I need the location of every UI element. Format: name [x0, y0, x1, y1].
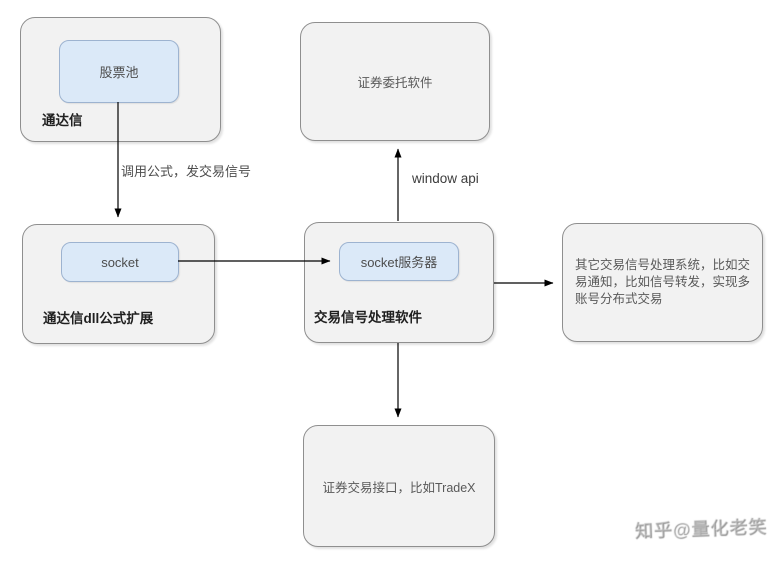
node-tongdaxin: 股票池 通达信 — [20, 17, 221, 142]
node-signal-processor: socket服务器 交易信号处理软件 — [304, 222, 494, 343]
trade-api-label: 证券交易接口，比如TradeX — [322, 480, 476, 495]
node-other-systems: 其它交易信号处理系统，比如交易通知，比如信号转发，实现多账号分布式交易 — [562, 223, 763, 342]
dll-ext-label: 通达信dll公式扩展 — [43, 311, 154, 326]
signal-processor-label: 交易信号处理软件 — [314, 310, 422, 325]
zhihu-watermark: 知乎@量化老笑 — [633, 515, 767, 541]
tongdaxin-label: 通达信 — [42, 113, 83, 128]
edge-label-call-formula: 调用公式，发交易信号 — [121, 164, 252, 179]
node-dll-ext: socket 通达信dll公式扩展 — [22, 224, 215, 344]
node-socket-server: socket服务器 — [339, 242, 459, 281]
node-trade-api: 证券交易接口，比如TradeX — [303, 425, 495, 547]
node-broker-client: 证券委托软件 — [300, 22, 490, 141]
stock-pool-label: 股票池 — [99, 65, 139, 80]
other-systems-label: 其它交易信号处理系统，比如交易通知，比如信号转发，实现多账号分布式交易 — [575, 258, 751, 306]
socket-server-label: socket服务器 — [360, 255, 438, 270]
node-socket: socket — [61, 242, 179, 282]
node-stock-pool: 股票池 — [59, 40, 179, 103]
edge-label-window-api: window api — [412, 171, 479, 186]
socket-label: socket — [101, 254, 139, 270]
broker-client-label: 证券委托软件 — [357, 76, 433, 90]
